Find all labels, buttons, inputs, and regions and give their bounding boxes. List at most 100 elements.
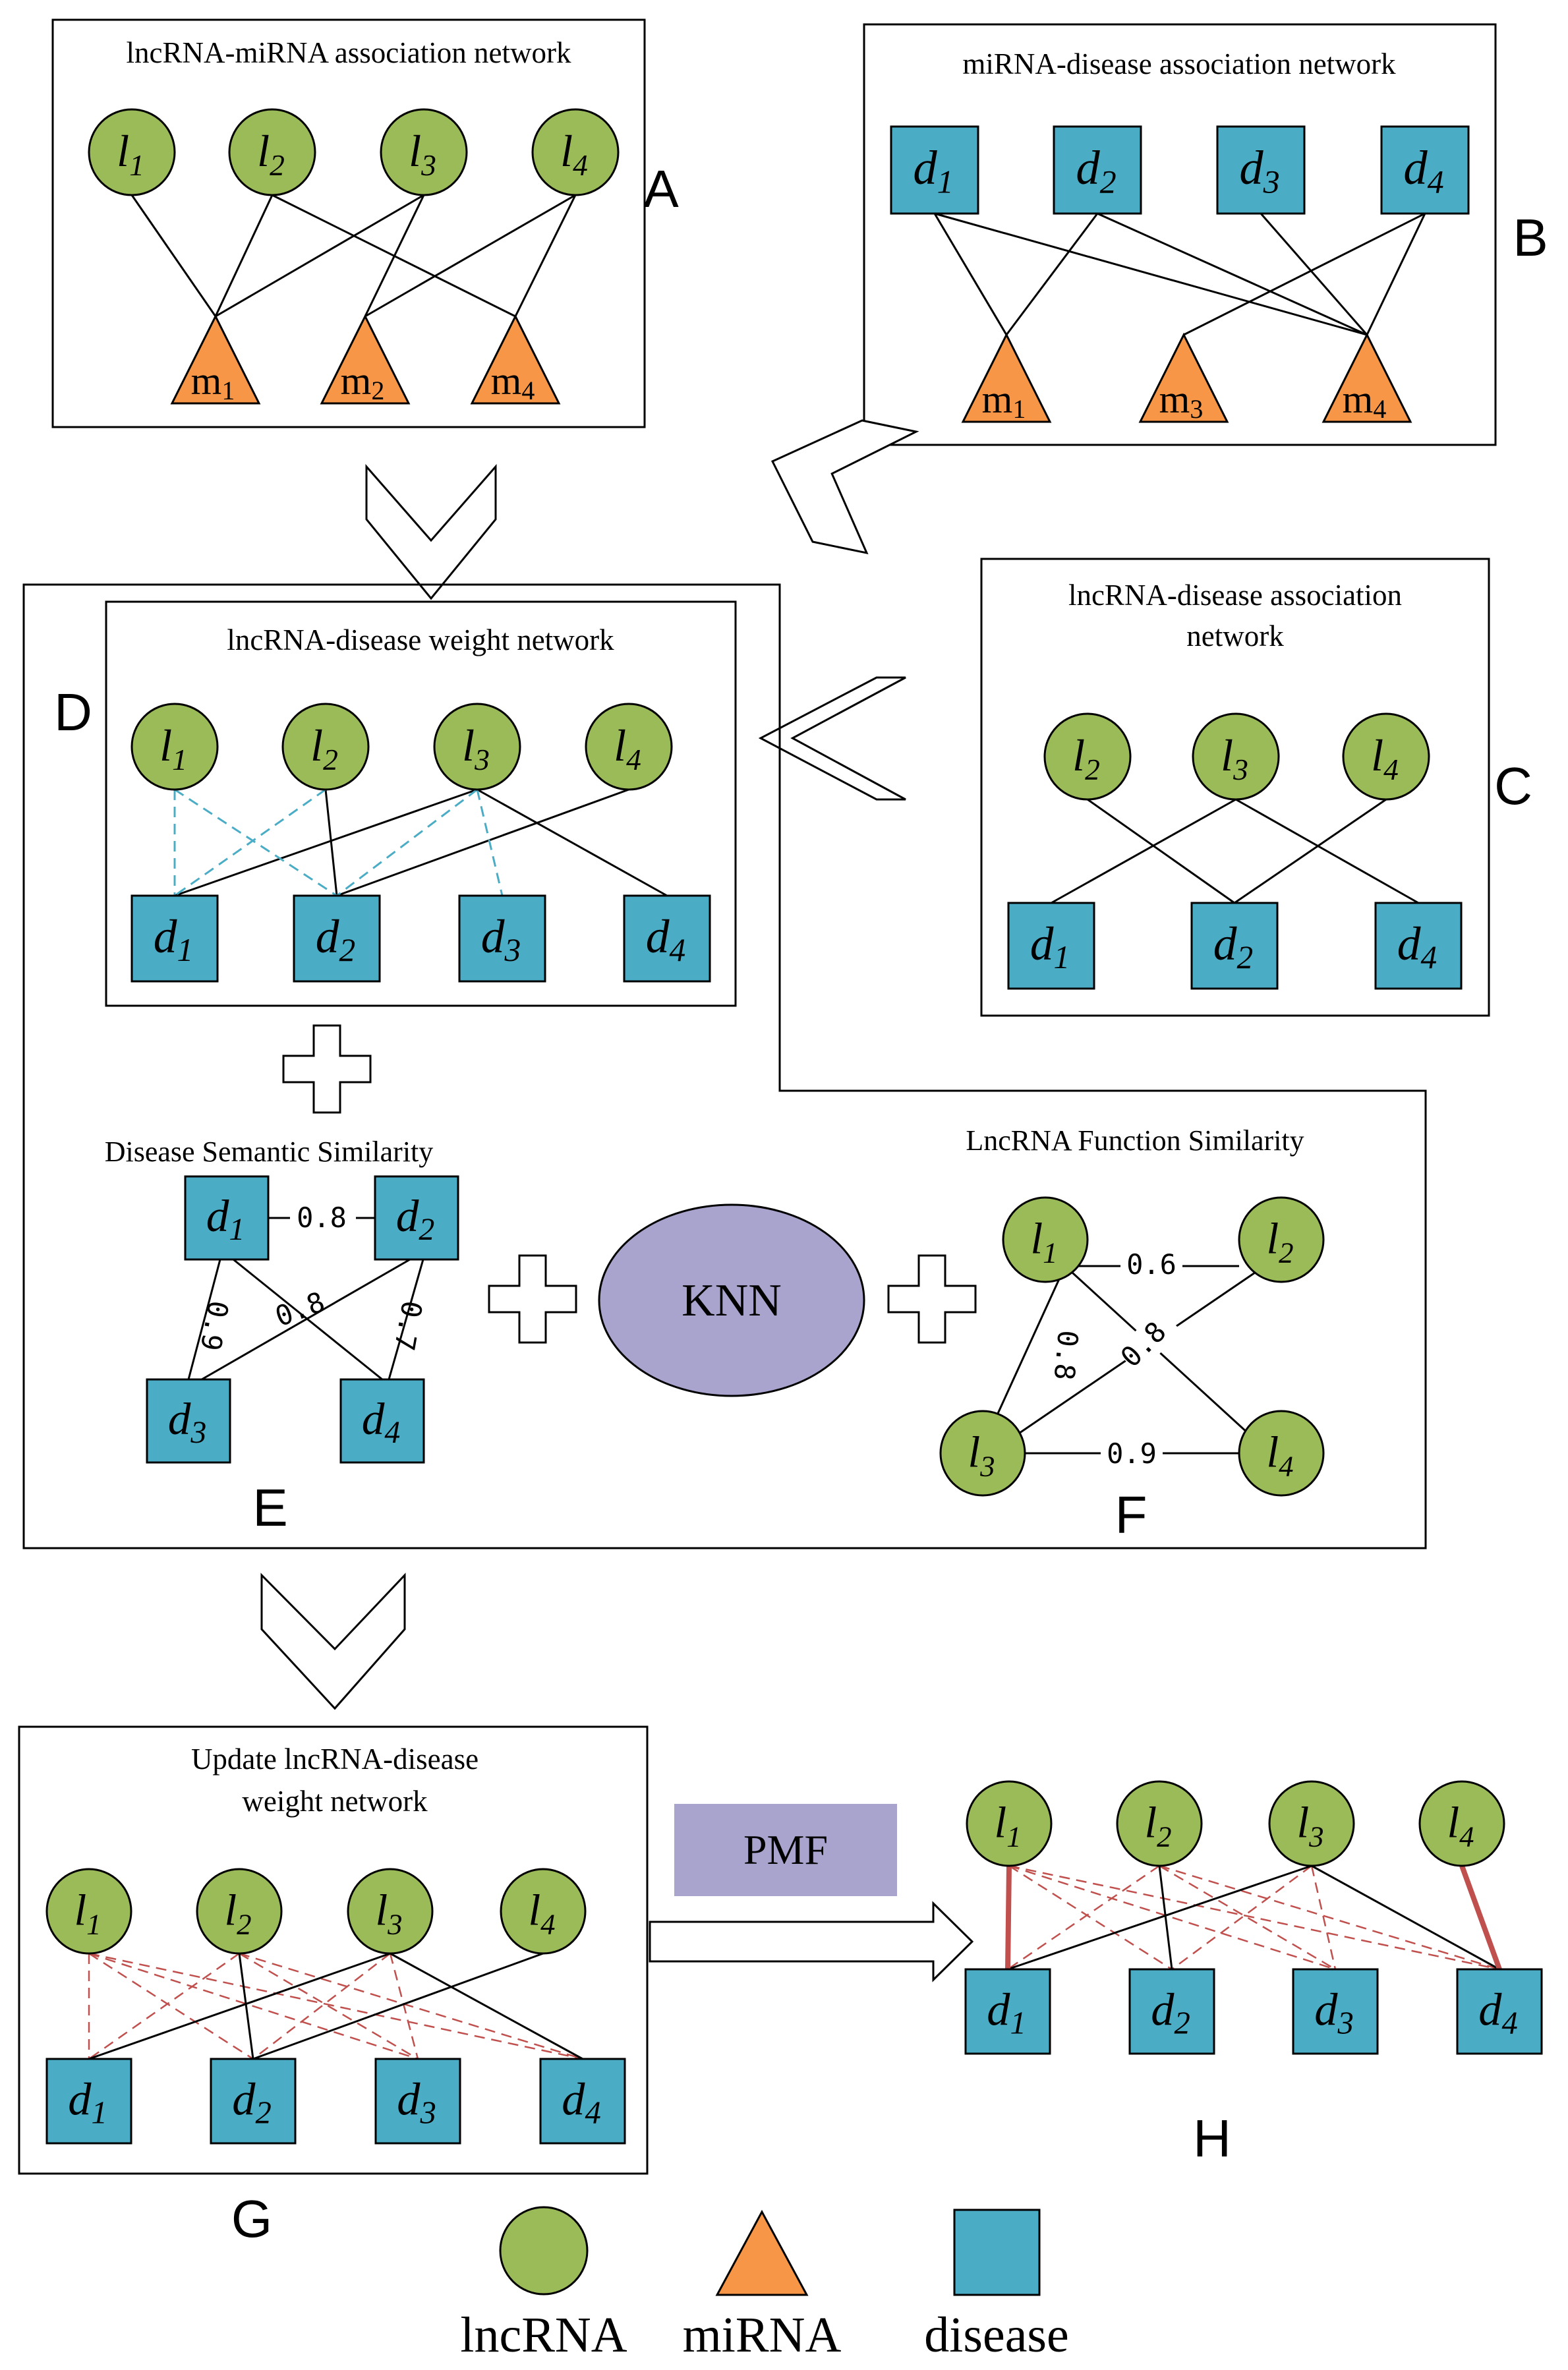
lncrna-node: l1 <box>131 703 219 791</box>
legend-mirna-icon <box>715 2209 809 2296</box>
top-predicted-edge <box>1459 1864 1502 1971</box>
disease-node: d4 <box>539 2058 626 2145</box>
svg-text:d3: d3 <box>1239 141 1279 200</box>
edge <box>1235 798 1419 904</box>
disease-node: d3 <box>1292 1968 1379 2055</box>
edge <box>477 788 668 897</box>
edge <box>1097 212 1368 336</box>
arrow-g-to-h <box>649 1901 974 1982</box>
edge <box>390 1952 583 2060</box>
lncrna-node: l3 <box>433 703 521 791</box>
mirna-node: m2 <box>320 314 411 405</box>
edge <box>364 194 576 318</box>
legend-disease-label: disease <box>924 2307 1068 2363</box>
edge <box>88 1952 391 2060</box>
lncrna-node: l2 <box>1043 712 1132 801</box>
lncrna-node: l3 <box>380 108 468 196</box>
pmf-label: PMF <box>743 1826 828 1873</box>
mirna-node: m1 <box>961 332 1052 424</box>
panel-g-title-line2: weight network <box>242 1785 428 1818</box>
similarity-edge <box>201 1258 411 1381</box>
panel-d-frame <box>105 600 737 1007</box>
lncrna-node: l2 <box>281 703 370 791</box>
lncrna-node: l4 <box>585 703 673 791</box>
panel-a-frame <box>51 18 646 428</box>
mirna-node: m3 <box>1138 332 1229 424</box>
lncrna-node: l3 <box>939 1410 1026 1497</box>
plus-d-e <box>282 1024 372 1114</box>
edge <box>1183 212 1426 336</box>
sim-l1-l3: 0.8 <box>1048 1329 1084 1381</box>
edge <box>214 194 274 317</box>
edge <box>238 1953 254 2060</box>
mirna-node: m1 <box>170 314 261 405</box>
disease-node: d2 <box>210 2058 297 2145</box>
predicted-edge <box>1008 1864 1336 1971</box>
disease-node: d3 <box>1216 125 1306 215</box>
edge <box>174 788 478 897</box>
svg-text:d4: d4 <box>562 2073 601 2130</box>
disease-node: d1 <box>45 2058 132 2145</box>
disease-node: d2 <box>1128 1968 1215 2055</box>
panel-a-letter: A <box>643 159 679 218</box>
legend-mirna-label: miRNA <box>683 2307 842 2363</box>
disease-node: d2 <box>374 1175 459 1261</box>
panel-f-letter: F <box>1115 1486 1147 1544</box>
mirna-node: m4 <box>1321 332 1412 424</box>
edge <box>131 194 217 317</box>
similarity-edge <box>187 1259 221 1380</box>
disease-node: d1 <box>964 1968 1051 2055</box>
panel-d-title: lncRNA-disease weight network <box>227 623 614 656</box>
panel-g-letter: G <box>231 2189 272 2248</box>
plus-e-knn <box>488 1254 577 1344</box>
combined-frame <box>22 583 1427 1549</box>
legend-lncrna-icon <box>499 2206 589 2296</box>
edge <box>1007 1864 1312 1971</box>
flow-arrows-lower <box>260 1573 406 1710</box>
disease-node: d1 <box>184 1175 270 1261</box>
predicted-edge <box>336 788 478 897</box>
predicted-edge <box>389 1953 419 2060</box>
lncrna-node: l1 <box>88 108 176 196</box>
edge <box>1087 798 1235 904</box>
panel-b-title: miRNA-disease association network <box>962 47 1396 80</box>
panel-g-frame <box>18 1725 649 2175</box>
lncrna-node: l4 <box>500 1868 587 1955</box>
knn-label: KNN <box>682 1275 782 1326</box>
disease-node: d2 <box>1053 125 1142 215</box>
panel-d-letter: D <box>54 683 92 741</box>
panel-c-letter: C <box>1494 757 1532 815</box>
legend: lncRNA miRNA disease <box>460 2206 1069 2363</box>
lncrna-node: l1 <box>45 1868 132 1955</box>
arrow-b-to-d <box>770 419 919 555</box>
panel-g-title-line1: Update lncRNA-disease <box>191 1743 479 1776</box>
sim-d1-d2: 0.8 <box>297 1201 347 1234</box>
svg-text:l1: l1 <box>117 126 144 182</box>
predicted-edge <box>88 1952 419 2060</box>
legend-lncrna-label: lncRNA <box>460 2307 627 2363</box>
predicted-edge <box>1159 1864 1500 1971</box>
disease-node: d1 <box>890 125 979 215</box>
arrow-c-to-d <box>758 676 906 801</box>
lncrna-node: l1 <box>1002 1196 1089 1283</box>
similarity-edge <box>388 1259 424 1380</box>
edge <box>1158 1865 1173 1970</box>
disease-node: d3 <box>374 2058 461 2145</box>
panel-b-mirna-disease-network: miRNA-disease association network d1 d2 d3 d… <box>863 23 1548 446</box>
disease-node: d4 <box>339 1378 425 1464</box>
disease-node: d4 <box>1380 125 1470 215</box>
predicted-edge <box>1008 1864 1173 1971</box>
edge <box>1366 213 1426 335</box>
svg-text:d4: d4 <box>646 911 685 968</box>
edge <box>1005 213 1099 335</box>
edge <box>324 789 338 896</box>
sim-d2-d4: 0.7 <box>388 1298 428 1353</box>
edge <box>215 194 424 318</box>
edge <box>1260 213 1368 335</box>
sim-d1-d4: 0.8 <box>271 1285 329 1333</box>
sim-l1-l2: 0.6 <box>1126 1248 1176 1281</box>
